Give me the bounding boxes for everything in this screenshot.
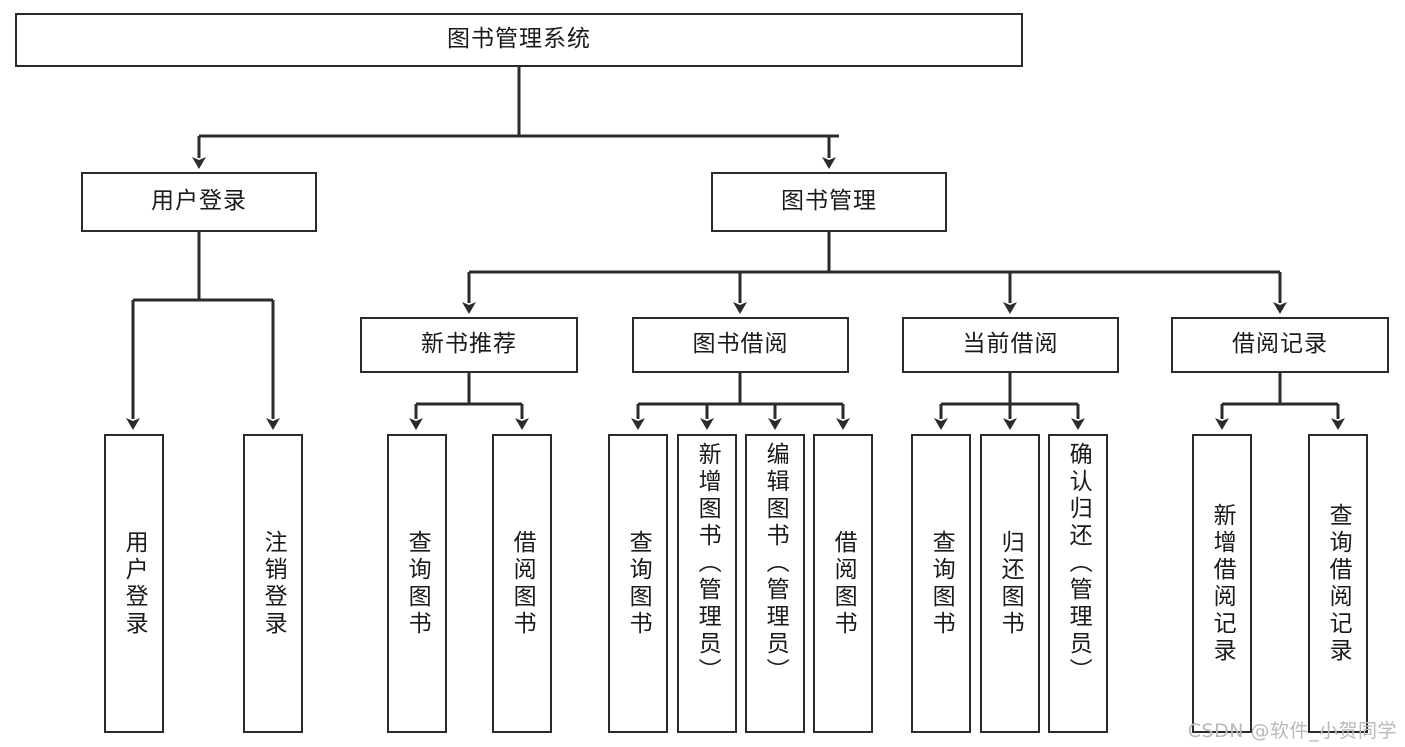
node-leaf-logout-login[interactable]: 注销登录 — [243, 434, 303, 733]
node-book-borrow-label: 图书借阅 — [692, 331, 789, 358]
node-book-management[interactable]: 图书管理 — [711, 172, 947, 232]
node-leaf-edit-book-admin[interactable]: 编辑图书（管理员） — [745, 434, 805, 733]
node-leaf-edit-book-admin-label: 编辑图书（管理员） — [762, 442, 789, 685]
node-leaf-query-book-1[interactable]: 查询图书 — [387, 434, 447, 733]
node-leaf-borrow-book-2[interactable]: 借阅图书 — [813, 434, 873, 733]
node-leaf-add-borrow-record-label: 新增借阅记录 — [1209, 502, 1236, 665]
node-book-management-label: 图书管理 — [781, 188, 877, 215]
node-leaf-user-login[interactable]: 用户登录 — [104, 434, 164, 733]
node-leaf-confirm-return-admin[interactable]: 确认归还（管理员） — [1048, 434, 1108, 733]
node-borrow-record[interactable]: 借阅记录 — [1171, 317, 1389, 373]
node-leaf-return-book[interactable]: 归还图书 — [980, 434, 1040, 733]
node-book-borrow[interactable]: 图书借阅 — [632, 317, 849, 373]
node-current-borrow[interactable]: 当前借阅 — [902, 317, 1119, 373]
node-leaf-logout-login-label: 注销登录 — [260, 529, 287, 638]
node-borrow-record-label: 借阅记录 — [1232, 331, 1328, 358]
node-leaf-borrow-book-2-label: 借阅图书 — [830, 529, 857, 638]
node-leaf-query-book-3[interactable]: 查询图书 — [911, 434, 971, 733]
node-leaf-confirm-return-admin-label: 确认归还（管理员） — [1065, 442, 1092, 685]
node-user-login-label: 用户登录 — [151, 188, 247, 215]
node-leaf-borrow-book-1[interactable]: 借阅图书 — [492, 434, 552, 733]
node-leaf-query-book-3-label: 查询图书 — [928, 529, 955, 638]
node-leaf-query-book-2-label: 查询图书 — [625, 529, 652, 638]
node-root-label: 图书管理系统 — [447, 26, 591, 53]
node-new-book-recommend[interactable]: 新书推荐 — [360, 317, 578, 373]
node-new-book-recommend-label: 新书推荐 — [421, 331, 517, 358]
node-leaf-query-book-2[interactable]: 查询图书 — [608, 434, 668, 733]
node-leaf-borrow-book-1-label: 借阅图书 — [509, 529, 536, 638]
node-leaf-query-borrow-record[interactable]: 查询借阅记录 — [1308, 434, 1368, 733]
node-root[interactable]: 图书管理系统 — [15, 13, 1023, 67]
node-leaf-return-book-label: 归还图书 — [997, 529, 1024, 638]
node-leaf-user-login-label: 用户登录 — [121, 529, 148, 638]
node-current-borrow-label: 当前借阅 — [962, 331, 1059, 358]
node-leaf-query-borrow-record-label: 查询借阅记录 — [1325, 502, 1352, 665]
node-user-login[interactable]: 用户登录 — [81, 172, 317, 232]
node-leaf-add-borrow-record[interactable]: 新增借阅记录 — [1192, 434, 1252, 733]
node-leaf-add-book-admin-label: 新增图书（管理员） — [694, 442, 721, 685]
node-leaf-query-book-1-label: 查询图书 — [404, 529, 431, 638]
node-leaf-add-book-admin[interactable]: 新增图书（管理员） — [677, 434, 737, 733]
